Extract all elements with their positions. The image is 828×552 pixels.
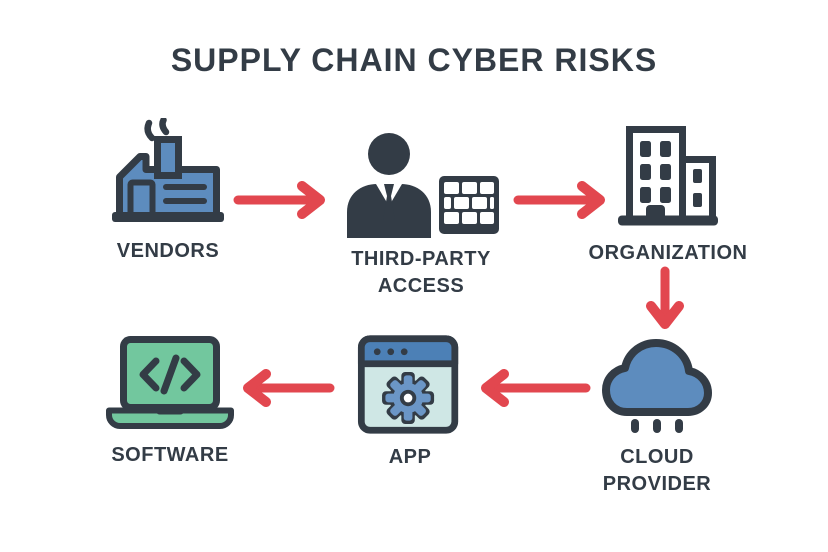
person-firewall-icon — [347, 133, 499, 238]
node-label-app: APP — [388, 446, 432, 468]
arrow-organization-to-cloud — [646, 266, 684, 338]
gear-icon — [382, 371, 435, 425]
node-app: APP — [320, 334, 500, 471]
arrow-app-to-software — [232, 369, 336, 407]
node-label-third-party-access: THIRD-PARTY ACCESS — [351, 248, 491, 297]
factory-icon — [112, 118, 224, 222]
arrow-vendors-to-third-party — [232, 181, 336, 219]
node-third-party-access: THIRD-PARTY ACCESS — [330, 126, 512, 300]
node-label-organization: ORGANIZATION — [588, 242, 748, 264]
arrow-right-icon — [233, 181, 325, 219]
node-label-cloud-provider: CLOUD PROVIDER — [602, 446, 712, 495]
laptop-code-icon — [106, 336, 234, 429]
arrow-left-icon — [481, 369, 591, 407]
arrow-down-icon — [646, 266, 684, 329]
node-software: SOFTWARE — [80, 334, 260, 469]
page-title: SUPPLY CHAIN CYBER RISKS — [170, 42, 658, 78]
node-label-software: SOFTWARE — [111, 444, 229, 466]
node-vendors: VENDORS — [78, 118, 258, 265]
app-window-gear-icon — [357, 335, 459, 434]
arrow-right-icon — [513, 181, 605, 219]
building-icon — [618, 126, 718, 226]
arrow-left-icon — [243, 369, 335, 407]
arrow-cloud-to-app — [470, 369, 592, 407]
node-label-vendors: VENDORS — [116, 240, 220, 262]
node-cloud-provider: CLOUD PROVIDER — [567, 336, 747, 498]
arrow-third-party-to-organization — [512, 181, 616, 219]
cloud-rain-icon — [602, 339, 712, 433]
node-organization: ORGANIZATION — [578, 122, 758, 267]
